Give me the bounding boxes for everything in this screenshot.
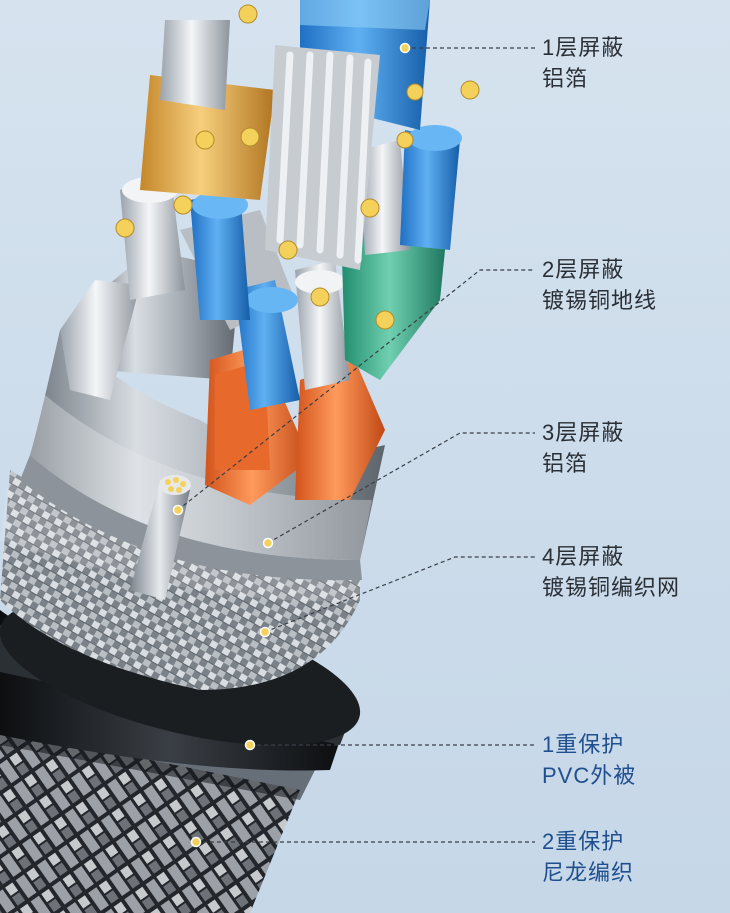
callout-protect2: 2重保护 尼龙编织 <box>542 826 634 888</box>
callout-layer4-desc: 镀锡铜编织网 <box>542 575 681 600</box>
callout-protect2-title: 2重保护 <box>542 829 625 854</box>
callout-layer2-title: 2层屏蔽 <box>542 257 625 282</box>
dot-layer1 <box>399 42 411 54</box>
callout-layer2: 2层屏蔽 镀锡铜地线 <box>542 254 657 316</box>
leader-layer3 <box>267 432 535 544</box>
callout-layer4: 4层屏蔽 镀锡铜编织网 <box>542 541 680 603</box>
white-wire-center <box>295 260 350 390</box>
white-wire-left <box>60 280 140 400</box>
callout-dots <box>172 42 411 848</box>
callout-layer3-desc: 铝箔 <box>542 451 589 476</box>
blue-wire-left <box>190 190 250 320</box>
conductor-ends <box>115 4 480 330</box>
blue-wire-right <box>400 125 462 250</box>
callout-layer3: 3层屏蔽 铝箔 <box>542 417 624 479</box>
callout-layer2-desc: 镀锡铜地线 <box>542 288 658 313</box>
leader-lines <box>177 47 535 843</box>
dot-layer4 <box>259 626 271 638</box>
callout-protect2-desc: 尼龙编织 <box>542 860 635 885</box>
callout-layer4-title: 4层屏蔽 <box>542 544 625 569</box>
orange-pair <box>205 345 385 505</box>
callout-protect1: 1重保护 PVC外被 <box>542 729 636 791</box>
center-filler-strands <box>265 45 380 270</box>
leader-layer2 <box>177 269 535 511</box>
callout-protect1-desc: PVC外被 <box>542 763 637 788</box>
callout-layer1-title: 1层屏蔽 <box>542 35 625 60</box>
white-wire-right <box>360 140 410 255</box>
dot-layer3 <box>262 537 274 549</box>
callout-layer1-desc: 铝箔 <box>542 66 589 91</box>
dot-layer2 <box>172 504 184 516</box>
callout-protect1-title: 1重保护 <box>542 732 625 757</box>
callout-layer3-title: 3层屏蔽 <box>542 420 625 445</box>
white-wire-top <box>160 20 230 110</box>
callout-layer1: 1层屏蔽 铝箔 <box>542 32 624 94</box>
dot-protect1 <box>244 739 256 751</box>
leader-layer4 <box>264 556 535 633</box>
blue-wire-center <box>235 280 300 410</box>
dot-protect2 <box>190 836 202 848</box>
